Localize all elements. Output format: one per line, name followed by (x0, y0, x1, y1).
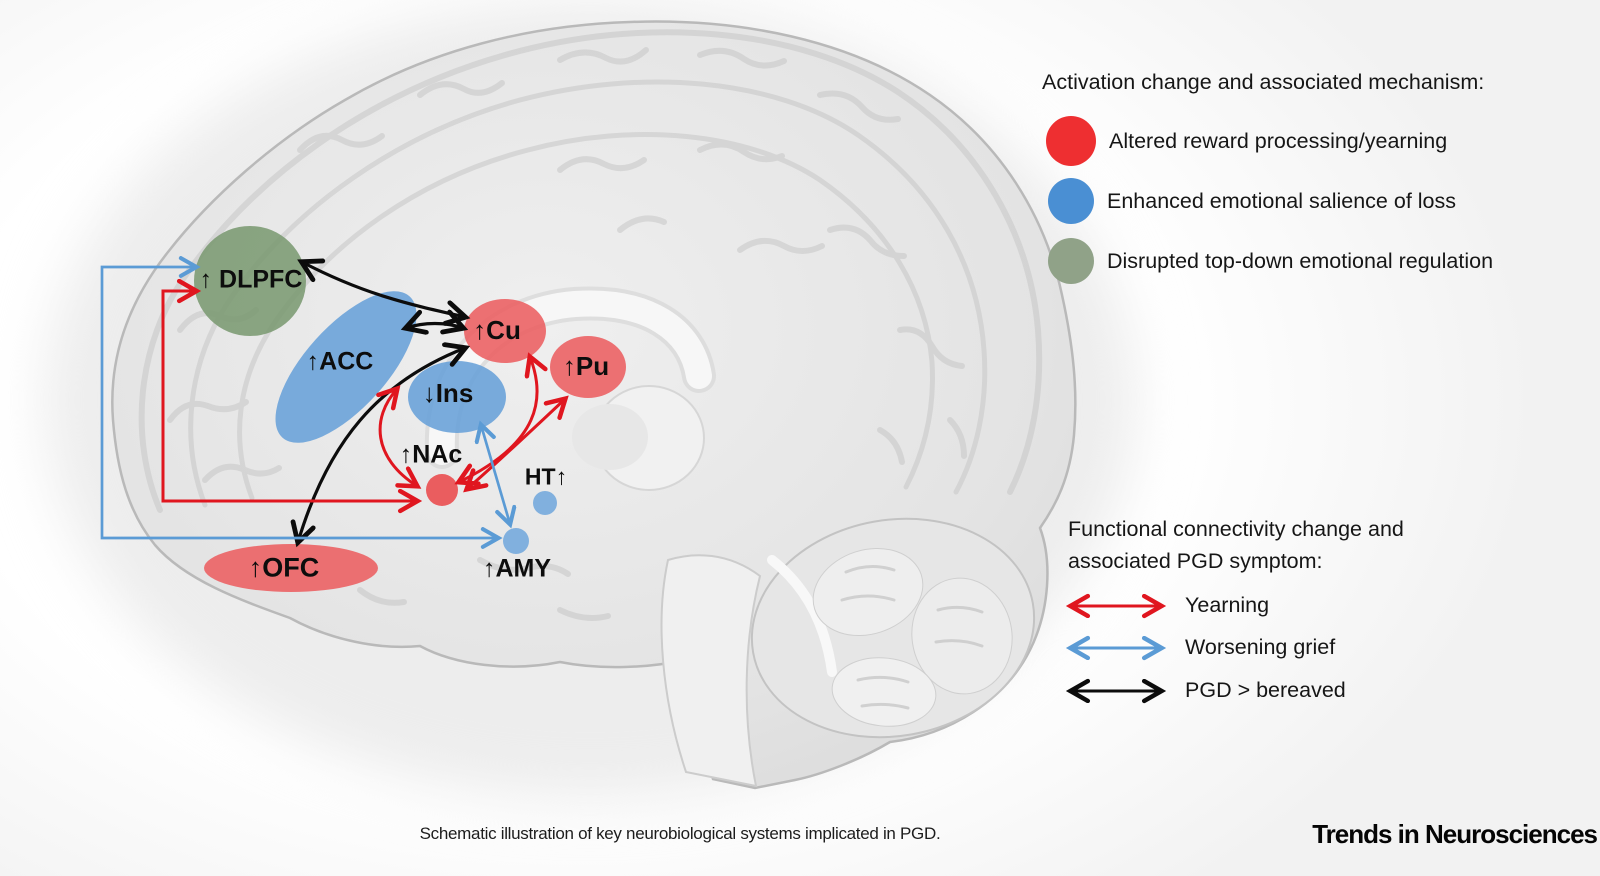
region-label-acc: ↑ACC (306, 347, 374, 376)
legend-item-salience: Enhanced emotional salience of loss (1048, 178, 1456, 224)
red-circle-icon (1046, 116, 1096, 166)
region-shape-amy (503, 528, 529, 554)
arrow-ins-amy (481, 425, 510, 524)
region-label-ins: ↓Ins (422, 378, 474, 408)
connection-arrows (100, 262, 565, 542)
region-label-pu: ↑Pu (562, 351, 610, 381)
red-double-arrow-icon (1064, 595, 1168, 617)
legend-item-label: Disrupted top-down emotional regulation (1107, 248, 1494, 273)
legend-item-label: Altered reward processing/yearning (1109, 128, 1448, 153)
legend-item-reward: Altered reward processing/yearning (1046, 116, 1447, 166)
legend-item-worsening-grief: Worsening grief (1064, 635, 1335, 660)
green-circle-icon (1048, 238, 1094, 284)
arrow-dlpfc-amy (100, 267, 498, 538)
legend-item-label: Yearning (1185, 593, 1270, 617)
legend-item-regulation: Disrupted top-down emotional regulation (1048, 238, 1493, 284)
blue-circle-icon (1048, 178, 1094, 224)
legend-item-label: Worsening grief (1185, 635, 1336, 659)
journal-logo: Trends in Neurosciences (1312, 819, 1598, 849)
cerebellum (750, 517, 1036, 739)
thalamus-shape (572, 404, 648, 470)
region-shape-nac (426, 474, 458, 506)
region-label-nac: ↑NAc (399, 440, 463, 469)
legend-item-label: PGD > bereaved (1185, 678, 1346, 702)
connectivity-legend-title-line2: associated PGD symptom: (1068, 549, 1323, 573)
brainstem (660, 554, 762, 788)
black-double-arrow-icon (1064, 680, 1168, 702)
region-shape-pu (550, 336, 626, 398)
region-label-dlpfc: ↑ DLPFC (199, 265, 303, 294)
legend-item-pgd-bereaved: PGD > bereaved (1064, 678, 1346, 703)
blue-double-arrow-icon (1064, 637, 1168, 659)
region-label-ofc: ↑OFC (248, 552, 320, 583)
region-label-ht: HT↑ (524, 463, 568, 490)
region-shape-ofc (204, 544, 378, 592)
connectivity-legend-title-line1: Functional connectivity change and (1068, 517, 1404, 541)
figure-caption: Schematic illustration of key neurobiolo… (419, 824, 941, 843)
legend-item-yearning: Yearning (1064, 593, 1269, 618)
legend-item-label: Enhanced emotional salience of loss (1107, 188, 1456, 213)
region-label-cu: ↑Cu (473, 315, 521, 345)
region-label-amy: ↑AMY (482, 554, 552, 583)
region-shape-ht (533, 491, 557, 515)
activation-legend-title: Activation change and associated mechani… (1042, 70, 1485, 94)
brain-illustration (111, 20, 1077, 790)
